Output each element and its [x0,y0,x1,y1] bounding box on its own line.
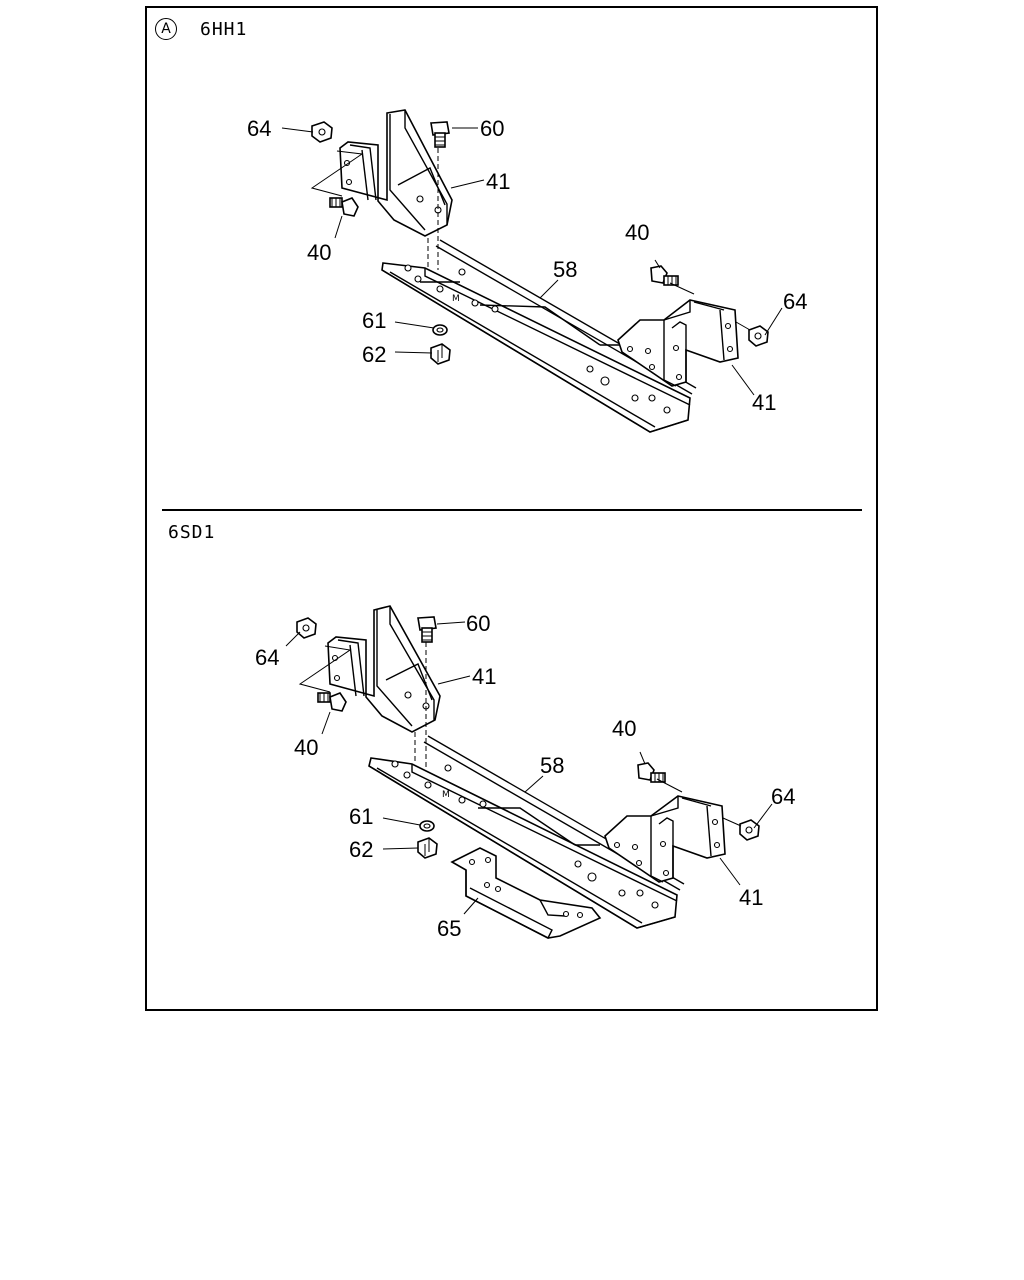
bolt-40-right [650,265,679,286]
callout-58: 58 [540,753,564,778]
bracket-41-left [327,605,441,733]
callout-64: 64 [247,116,271,141]
callout-58: 58 [553,257,577,282]
bolt-40-left [317,692,347,712]
bolt-60-top [417,616,437,643]
callout-40: 40 [625,220,649,245]
section-title-6sd1: 6SD1 [168,522,216,543]
section-a-marker: A [155,18,177,40]
bolt-40-right [637,762,666,783]
nut-64-left [311,121,333,143]
callout-62: 62 [362,342,386,367]
nut-64-left [296,617,317,639]
assembly-6sd1: M [255,605,795,941]
washer-61 [432,324,448,336]
callout-41: 41 [472,664,496,689]
callout-61: 61 [349,804,373,829]
section-divider [162,509,862,511]
callout-64: 64 [771,784,795,809]
callout-62: 62 [349,837,373,862]
callout-60: 60 [480,116,504,141]
bolt-60-top [430,121,450,148]
assembly-6hh1: M [247,109,807,433]
callout-41: 41 [486,169,510,194]
diagram-frame [145,6,878,1011]
section-title-6hh1: 6HH1 [200,19,248,40]
callout-64: 64 [255,645,279,670]
nut-62 [417,837,438,859]
nut-64-right [739,819,760,841]
callout-41: 41 [752,390,776,415]
plate-65 [450,847,602,939]
callout-40: 40 [294,735,318,760]
callout-65: 65 [437,916,461,941]
callout-64: 64 [783,289,807,314]
callout-40: 40 [307,240,331,265]
bolt-40-left [329,197,359,217]
callout-40: 40 [612,716,636,741]
washer-61 [419,820,435,832]
callout-60: 60 [466,611,490,636]
bracket-41-left [339,109,453,237]
svg-text:M: M [442,790,450,800]
callout-41: 41 [739,885,763,910]
nut-62 [430,343,451,365]
callout-61: 61 [362,308,386,333]
svg-text:M: M [452,294,460,304]
bracket-41-right [617,299,739,387]
bracket-41-right [604,795,726,883]
nut-64-right [748,325,769,347]
